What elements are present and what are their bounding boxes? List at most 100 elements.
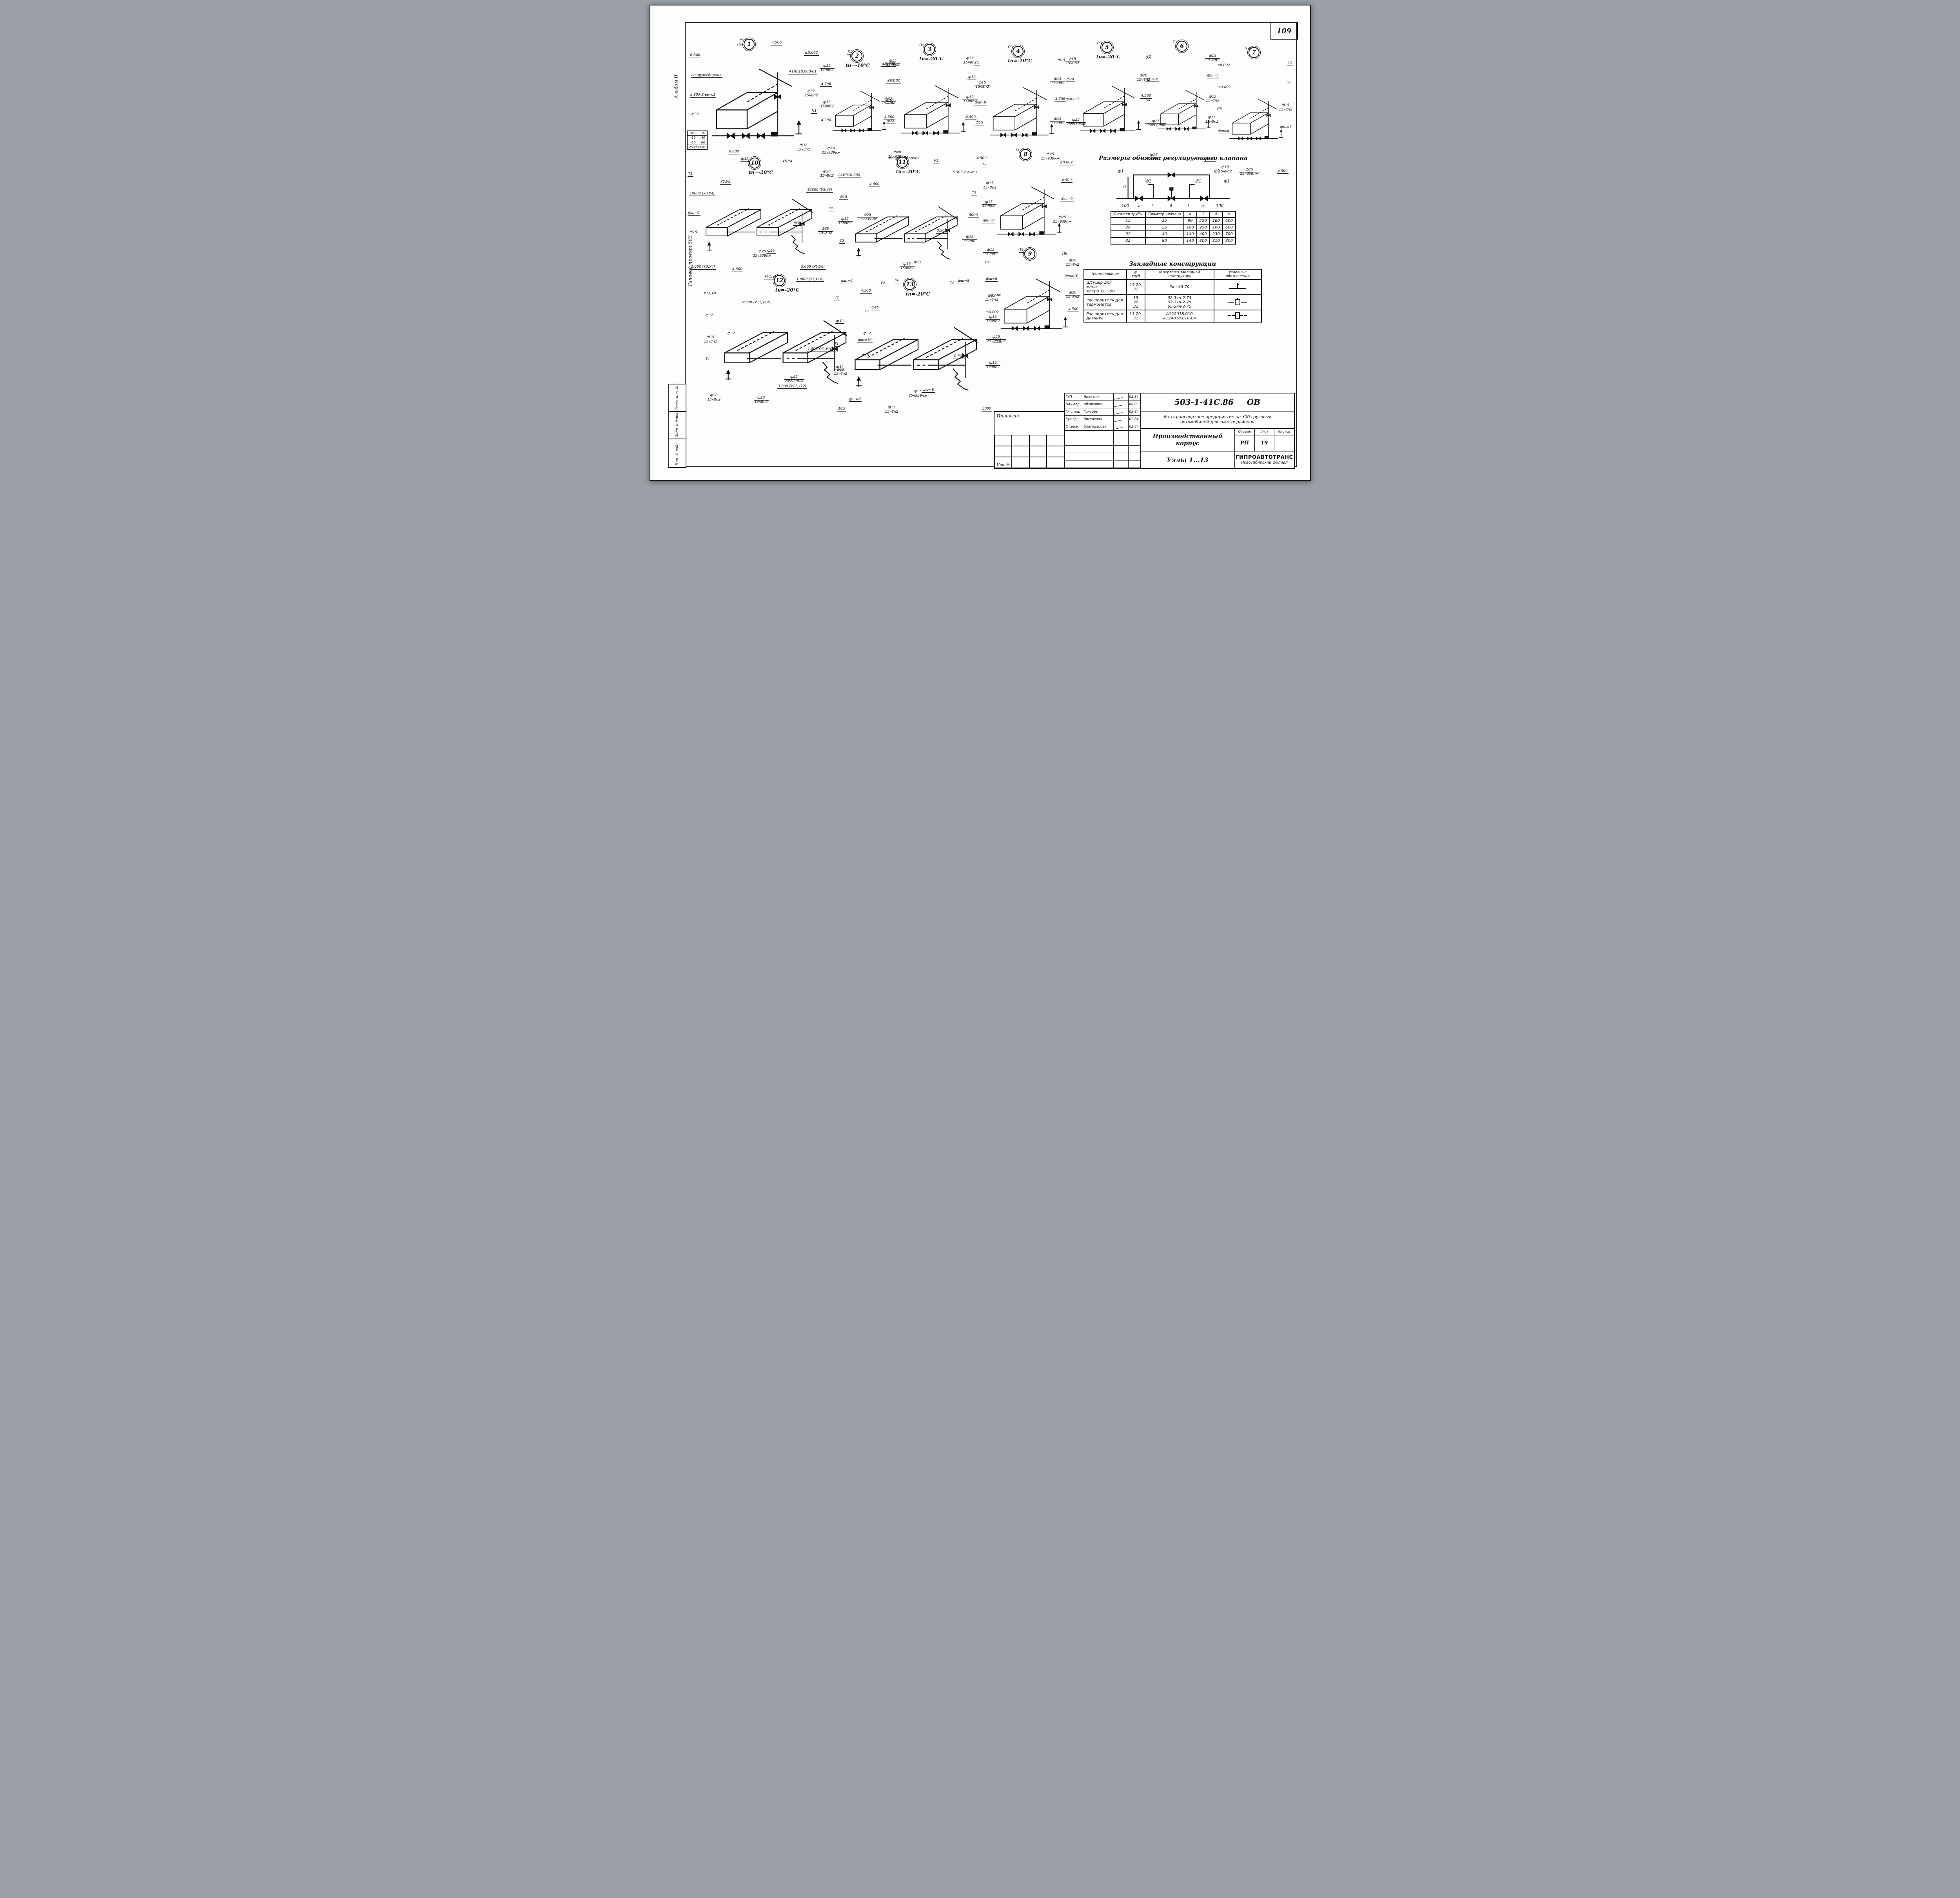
project-title-cell: Автотранспортное предприятие на 300 груз… bbox=[1141, 412, 1294, 429]
pipe-annotation: ≤0.002 bbox=[1216, 63, 1231, 68]
node-number: 8 bbox=[1019, 148, 1033, 161]
signature-row-empty bbox=[1065, 438, 1140, 446]
pipe-annotation: ф15 bbox=[837, 407, 846, 412]
pipe-annotation: 4.500 bbox=[1061, 178, 1073, 183]
organization-name: ГИПРОАВТОТРАНС bbox=[1236, 455, 1293, 460]
pipe-annotation: У2 bbox=[880, 281, 886, 286]
node-number: 2 bbox=[850, 49, 864, 63]
pipe-annotation: ф32 bbox=[967, 75, 977, 80]
pipe-annotation: Т2 bbox=[864, 310, 870, 314]
pipe-annotation: Т2 bbox=[1286, 82, 1292, 86]
pipe-annotation: фш=5 bbox=[1279, 125, 1292, 131]
pipe-annotation: 6.000 bbox=[728, 150, 740, 154]
outdoor-temp-label: tн=-10°C bbox=[846, 63, 870, 68]
pipe-annotation: фш=8 bbox=[687, 211, 701, 216]
organization-branch: Новосибирский филиал bbox=[1241, 460, 1288, 465]
thermometer-expander-icon bbox=[1227, 298, 1248, 307]
node-number: 11 bbox=[895, 156, 909, 169]
pipe-annotation: У12,У10 bbox=[764, 275, 780, 279]
pipe-annotation: 0.500 bbox=[953, 354, 965, 359]
isometric-piping-sketch-icon bbox=[991, 169, 1064, 256]
node-number: 12 bbox=[773, 274, 786, 287]
pipe-annotation: фш=8 bbox=[982, 219, 996, 224]
pipe-annotation: ф32 bbox=[793, 221, 802, 226]
pipe-annotation: ф32 bbox=[835, 365, 844, 370]
signature-scribble bbox=[1114, 409, 1123, 415]
pipe-annotation: 4.500 bbox=[1067, 307, 1080, 312]
pipe-annotation: Т1 bbox=[971, 191, 977, 196]
node-number: 10 bbox=[748, 156, 761, 170]
pipe-annotation: 4.706 bbox=[820, 82, 832, 87]
svg-text:ф1: ф1 bbox=[1195, 179, 1201, 184]
pipe-annotation: У5,У3 bbox=[720, 180, 731, 185]
outdoor-temp-label: tн=-20°C bbox=[1096, 54, 1121, 60]
pipe-annotation: ф32 bbox=[740, 157, 750, 162]
pipe-annotation: ф20 bbox=[1065, 77, 1075, 82]
svg-text:l: l bbox=[1188, 204, 1189, 208]
stage-value: РП bbox=[1235, 435, 1255, 451]
node-number: 7 bbox=[1247, 46, 1261, 59]
stamp-cell-vzam: Взам. инв. № bbox=[668, 384, 686, 412]
pipe-annotation: П2 bbox=[847, 50, 854, 55]
pipe-annotation: П3 bbox=[1096, 42, 1103, 46]
pipe-annotation: П1 bbox=[811, 109, 818, 114]
pipe-annotation: 1.500 (У9,У10) bbox=[807, 347, 835, 352]
svg-text:А: А bbox=[1169, 204, 1172, 208]
node-number: 1 bbox=[742, 38, 756, 51]
outdoor-temp-label: tн=-20°C bbox=[896, 169, 920, 174]
pipe-annotation: Т1 bbox=[974, 61, 980, 65]
pipe-annotation: 3.000 (У11,У12) bbox=[777, 384, 808, 389]
pipe-annotation: П2 bbox=[918, 44, 925, 48]
stage-sheet-grid: Стадия Лист Листов РП 19 bbox=[1235, 429, 1294, 451]
pipe-annotation: 0.500 bbox=[936, 228, 948, 234]
pipe-annotation: ф15 bbox=[1057, 58, 1066, 63]
pipe-annotation: фш=8 bbox=[985, 277, 998, 282]
pipe-annotation: Т1 bbox=[1014, 149, 1021, 153]
drawing-frame bbox=[684, 22, 1297, 467]
pipe-annotation: У8 bbox=[894, 279, 900, 283]
isometric-piping-sketch-icon bbox=[702, 178, 820, 269]
page-number: 109 bbox=[1276, 27, 1292, 35]
node-7: 7 6.400≤0.002Т1≤0.002Т2П5ф1515ч8п2фш=4фш… bbox=[1216, 46, 1293, 176]
drawing-sheet: 109 Альбом II Типовой проект 503 Взам. и… bbox=[649, 5, 1311, 481]
outdoor-temp-label: tн=-20°C bbox=[749, 170, 773, 175]
pipe-annotation: ф15 bbox=[993, 338, 1002, 343]
outdoor-temp-label: tн=-20°C bbox=[906, 291, 930, 297]
binding-stamp-box: Привязан Инв. № bbox=[993, 411, 1065, 469]
svg-text:100: 100 bbox=[1122, 204, 1129, 208]
pipe-annotation: фш=5 bbox=[1206, 74, 1220, 78]
pipe-annotation: 4.500 bbox=[965, 115, 977, 120]
pipe-annotation: 4.500 bbox=[1140, 94, 1152, 99]
pipe-annotation: 4.500 bbox=[860, 289, 872, 294]
svg-text:a: a bbox=[1138, 204, 1140, 208]
pipe-annotation: 4.200 bbox=[820, 118, 832, 123]
